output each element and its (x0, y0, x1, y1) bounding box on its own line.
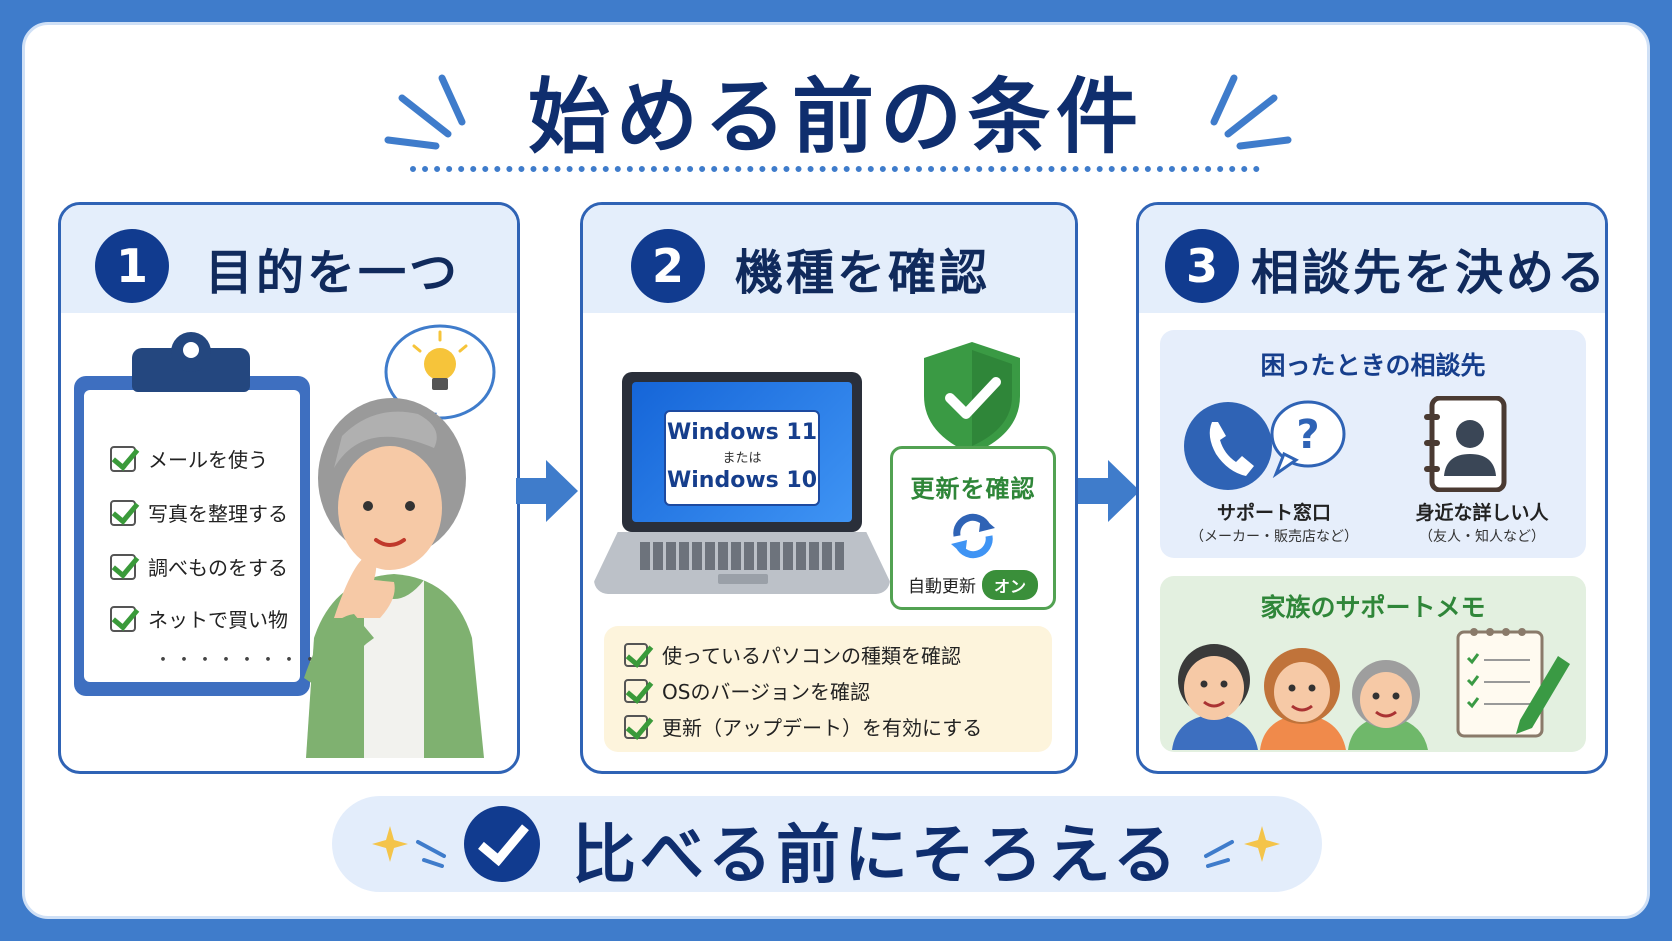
laptop-screen: Windows 11 または Windows 10 (622, 372, 862, 532)
sparkle-left-icon (372, 826, 446, 868)
support-sub: （メーカー・販売店など） (1190, 529, 1358, 545)
step-number: 3 (1165, 229, 1239, 303)
checkbox-icon (110, 605, 136, 632)
checkbox-icon (110, 553, 136, 580)
memo-pad-icon (1456, 628, 1570, 738)
checkbox-icon (624, 678, 648, 703)
consult-title: 困ったときの相談先 (1260, 351, 1486, 380)
burst-right-icon (1210, 74, 1292, 150)
os-option-2: Windows 10 (666, 468, 818, 493)
clipboard: メールを使う 写真を整理する 調べものをする ネットで買い物 ・・・・・・・・・ (74, 376, 340, 696)
checklist-item: OSのバージョンを確認 (624, 676, 870, 705)
svg-text:?: ? (1296, 412, 1319, 458)
checkbox-icon (624, 642, 648, 667)
security-shield-icon (924, 342, 1020, 454)
update-title: 更新を確認 (910, 475, 1036, 503)
checkbox-icon (110, 445, 136, 472)
checklist-item: 調べものをする (110, 552, 288, 581)
refresh-icon (951, 513, 995, 559)
auto-update-toggle[interactable]: オン (981, 570, 1038, 600)
checklist-item: 使っているパソコンの種類を確認 (624, 640, 961, 669)
title-divider (410, 166, 1260, 172)
laptop-display: Windows 11 または Windows 10 (632, 382, 852, 522)
panel-title: 機種を確認 (735, 245, 991, 301)
checkbox-icon (624, 714, 648, 739)
os-option-1: Windows 11 (666, 420, 818, 445)
page-title: 始める前の条件 (527, 70, 1144, 165)
footer-message: 比べる前にそろえる (572, 819, 1181, 893)
more-dots: ・・・・・・・・・ (154, 650, 343, 671)
sparkle-right-icon (1204, 826, 1280, 868)
elderly-woman-illustration (304, 324, 496, 758)
auto-update-label: 自動更新 (907, 577, 976, 597)
os-or-label: または (722, 451, 762, 466)
clipboard-ring (171, 332, 211, 372)
person-label: 身近な詳しい人 (1415, 502, 1549, 524)
step-number: 2 (631, 229, 705, 303)
bottom-banner: 比べる前にそろえる (332, 796, 1322, 893)
check-circle-icon (464, 806, 540, 882)
step-number: 1 (95, 229, 169, 303)
keyboard-keys (640, 542, 844, 570)
family-members-illustration (1172, 644, 1428, 750)
checklist-item: 更新（アップデート）を有効にする (624, 712, 982, 741)
person-sub: （友人・知人など） (1419, 529, 1545, 545)
address-book-icon (1424, 396, 1507, 492)
panel-title: 相談先を決める (1251, 245, 1608, 301)
support-label: サポート窓口 (1216, 502, 1331, 524)
touchpad (718, 574, 768, 584)
family-support-memo: 家族のサポートメモ (1160, 576, 1586, 752)
family-title: 家族のサポートメモ (1260, 593, 1486, 622)
panel-title: 目的を一つ (205, 245, 461, 301)
auto-update-row: 自動更新オン (893, 570, 1053, 600)
arrow-right-icon (516, 460, 578, 522)
phone-support-icon: ? (1184, 400, 1346, 490)
laptop-keyboard (594, 532, 890, 594)
os-version-card: Windows 11 または Windows 10 (664, 410, 820, 506)
device-checklist: 使っているパソコンの種類を確認 OSのバージョンを確認 更新（アップデート）を有… (604, 626, 1052, 752)
arrow-right-icon (1078, 460, 1140, 522)
clipboard-paper: メールを使う 写真を整理する 調べものをする ネットで買い物 ・・・・・・・・・ (84, 390, 340, 682)
checklist-item: メールを使う (110, 444, 268, 473)
checklist-item: 写真を整理する (110, 498, 288, 527)
consult-contacts: 困ったときの相談先 ? サポート窓口 （メーカー・販売店など） 身近な詳しい人 … (1160, 330, 1586, 558)
checklist-item: ネットで買い物 (110, 604, 288, 633)
burst-left-icon (384, 74, 466, 150)
checkbox-icon (110, 499, 136, 526)
update-panel: 更新を確認 自動更新オン (890, 446, 1056, 610)
